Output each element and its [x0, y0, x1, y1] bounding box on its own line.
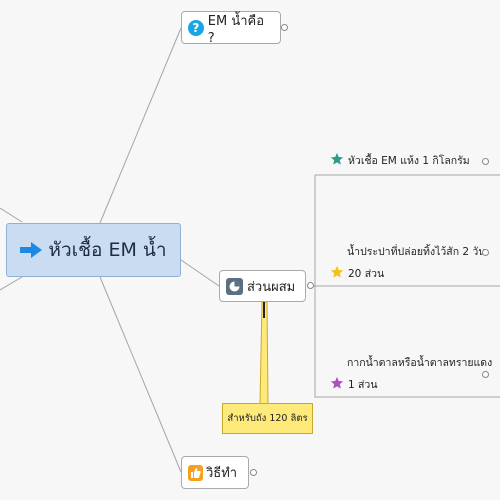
offscreen-branch-line — [0, 207, 23, 223]
star-icon — [330, 376, 344, 389]
expand-toggle[interactable] — [482, 158, 489, 165]
star-icon — [330, 152, 344, 165]
thumbs-up-icon — [188, 464, 203, 481]
ingredient-amount: 1 ส่วน — [348, 379, 378, 391]
callout-note[interactable]: สำหรับถัง 120 ลิตร — [222, 403, 313, 434]
ingredient-item[interactable]: หัวเชื้อ EM แห้ง 1 กิโลกรัม — [330, 150, 470, 172]
topic-ingredients[interactable]: ส่วนผสม — [219, 270, 306, 302]
arrow-right-icon — [20, 242, 43, 258]
pie-chart-icon — [226, 277, 243, 295]
ingredient-item[interactable]: กากน้ำตาลหรือน้ำตาลทรายแดง 1 ส่วน — [330, 352, 492, 396]
topic-what-is-em[interactable]: ? EM น้ำคือ ? — [181, 11, 281, 46]
star-icon — [330, 265, 344, 278]
topic-method[interactable]: วิธีทำ — [181, 456, 249, 489]
topic-label: EM น้ำคือ ? — [207, 13, 265, 46]
expand-toggle[interactable] — [482, 249, 489, 256]
ingredient-text: น้ำประปาที่ปล่อยทิ้งไว้สัก 2 วัน — [347, 246, 486, 258]
offscreen-branch-line — [0, 276, 23, 291]
expand-toggle[interactable] — [281, 24, 288, 31]
ingredient-item[interactable]: น้ำประปาที่ปล่อยทิ้งไว้สัก 2 วัน 20 ส่วน — [330, 241, 485, 285]
expand-toggle[interactable] — [482, 371, 489, 378]
central-topic-label: หัวเชื้อ EM น้ำ — [48, 239, 167, 261]
ingredient-amount: 20 ส่วน — [348, 268, 385, 280]
ingredient-text: หัวเชื้อ EM แห้ง 1 กิโลกรัม — [348, 155, 470, 167]
expand-toggle[interactable] — [250, 469, 257, 476]
topic-label: ส่วนผสม — [247, 279, 296, 295]
branch-line-mix — [180, 259, 220, 287]
collapse-toggle[interactable] — [307, 282, 314, 289]
branch-line-em — [99, 27, 182, 224]
question-icon: ? — [188, 19, 204, 36]
ingredient-bracket — [314, 174, 500, 398]
callout-text: สำหรับถัง 120 ลิตร — [227, 413, 308, 424]
ingredient-text: กากน้ำตาลหรือน้ำตาลทรายแดง — [347, 357, 493, 369]
topic-label: วิธีทำ — [206, 466, 238, 481]
branch-line-how — [99, 276, 182, 473]
central-topic[interactable]: หัวเชื้อ EM น้ำ — [6, 223, 181, 277]
